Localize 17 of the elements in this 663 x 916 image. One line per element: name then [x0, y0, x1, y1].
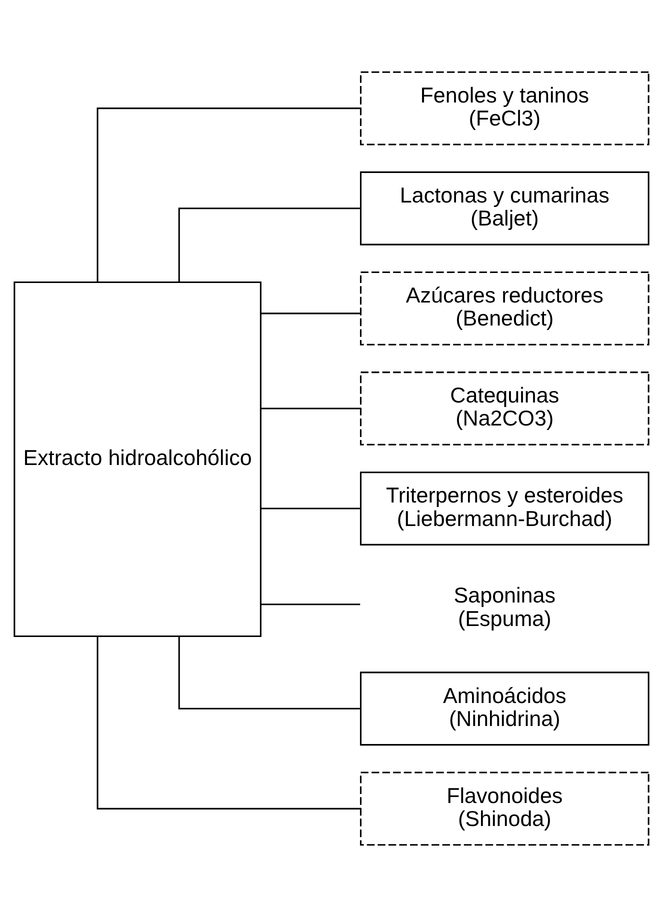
node-box: Azúcares reductores (Benedict): [360, 270, 650, 345]
connector: [96, 636, 361, 809]
connector: [260, 507, 360, 509]
node-box: Flavonoides (Shinoda): [360, 771, 650, 846]
node-box: Aminoácidos (Ninhidrina): [360, 671, 650, 746]
connector: [178, 636, 360, 709]
node-box: Fenoles y taninos (FeCl3): [360, 70, 650, 145]
connector: [260, 603, 360, 605]
node-box: Lactonas y cumarinas (Baljet): [360, 170, 650, 245]
node-box: Triterpernos y esteroides (Liebermann-Burchad): [360, 471, 650, 545]
node-text: Saponinas (Espuma): [454, 583, 556, 630]
connector: [260, 407, 360, 409]
connector: [96, 107, 361, 282]
node-box: Extracto hidroalcohólico: [14, 281, 262, 637]
connector: [178, 207, 360, 282]
connector: [260, 312, 360, 314]
node-box: Catequinas (Na2CO3): [360, 371, 650, 445]
